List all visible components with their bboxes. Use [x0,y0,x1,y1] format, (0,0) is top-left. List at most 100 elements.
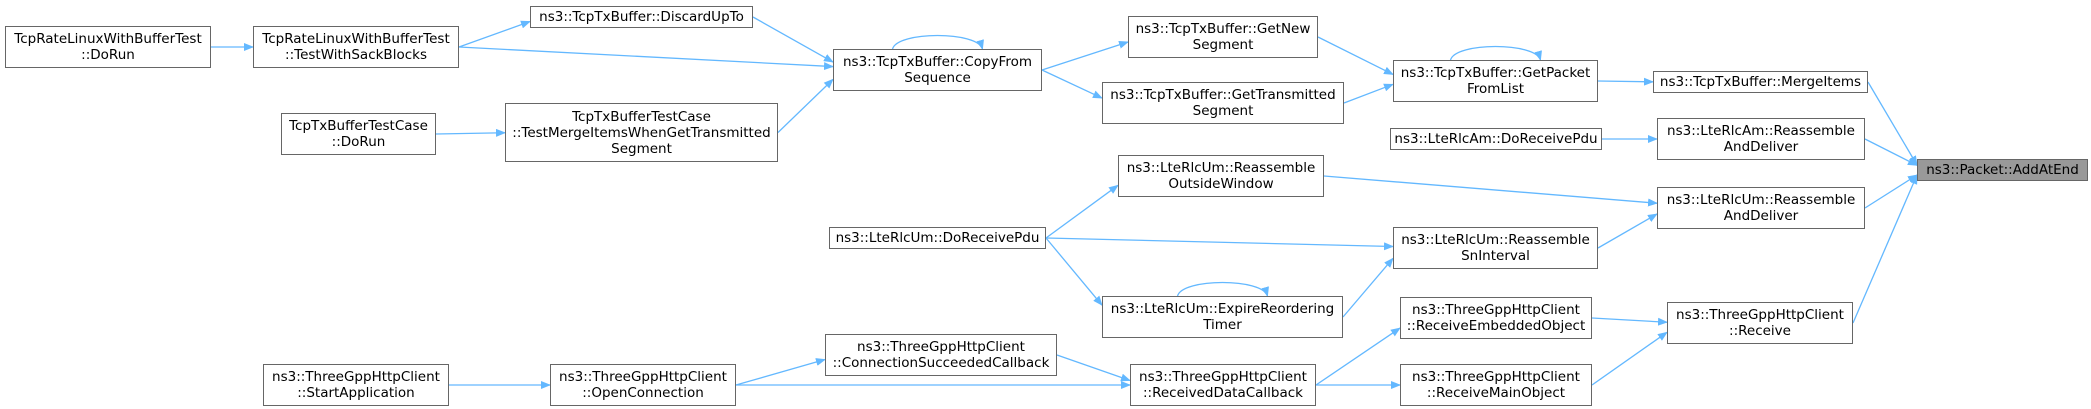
call-edge-mergeitems-to-root [1867,81,1918,166]
graph-node-recv-embedded[interactable]: ns3::ThreeGppHttpClient::ReceiveEmbedded… [1400,297,1592,339]
node-label-line: TcpTxBufferTestCase [572,108,711,125]
node-label-line: Sequence [904,70,971,86]
node-label-line: ns3::ThreeGppHttpClient [272,369,440,385]
node-label-line: ns3::TcpTxBuffer::GetNew [1135,21,1311,37]
call-edge-discard-to-copyfrom [752,16,834,63]
graph-node-startapp[interactable]: ns3::ThreeGppHttpClient::StartApplicatio… [263,364,449,406]
graph-node-testsack[interactable]: TcpRateLinuxWithBufferTest::TestWithSack… [253,26,459,68]
graph-node-root[interactable]: ns3::Packet::AddAtEnd [1917,159,2088,181]
node-label-line: FromList [1466,81,1525,97]
call-edge-openconn-to-conn-succ [735,358,826,386]
node-label-line: ns3::LteRlcUm::Reassemble [1401,232,1590,248]
node-label-line: ::TestWithSackBlocks [285,47,427,63]
graph-node-conn-succ[interactable]: ns3::ThreeGppHttpClient::ConnectionSucce… [825,334,1057,376]
call-edge-reasm-sn-to-lterlcum-reasm [1597,213,1658,249]
node-label-line: AndDeliver [1723,208,1799,224]
call-edge-testcase-dorun-to-testmerge [435,128,506,137]
node-label-line: ns3::ThreeGppHttpClient [559,369,727,385]
call-edge-expire-to-expire [1176,281,1269,297]
node-label-line: ns3::TcpTxBuffer::GetTransmitted [1110,87,1336,103]
call-edge-getpacket-to-getpacket [1449,45,1542,61]
node-label-line: ::OpenConnection [582,385,704,401]
node-label-line: ::ReceiveMainObject [1426,385,1566,401]
graph-node-discard[interactable]: ns3::TcpTxBuffer::DiscardUpTo [530,6,753,28]
edge-layer [211,16,1918,389]
call-edge-ltecam-reasm-to-root [1864,138,1918,166]
call-edge-reasm-outside-to-lterlcum-reasm [1323,175,1658,207]
node-label-line: Timer [1203,317,1242,333]
node-label-line: ns3::TcpTxBuffer::GetPacket [1400,65,1591,81]
node-label-line: ::TestMergeItemsWhenGetTransmitted [512,124,771,141]
node-label-line: AndDeliver [1723,139,1799,155]
call-edge-lterlcum-reasm-to-root [1864,174,1918,209]
node-label-line: ns3::LteRlcUm::DoReceivePdu [835,230,1040,246]
node-label-line: ns3::LteRlcAm::DoReceivePdu [1394,131,1598,147]
node-label-line: Segment [1192,103,1254,119]
node-label-line: TcpRateLinuxWithBufferTest [262,31,450,47]
graph-node-ratelinux-dorun[interactable]: TcpRateLinuxWithBufferTest::DoRun [5,26,211,68]
node-label-line: ::DoRun [331,134,386,150]
node-label-line: ns3::ThreeGppHttpClient [1412,369,1580,385]
call-edge-recvdata-cb-to-recv-embedded [1315,327,1401,386]
call-edge-copyfrom-to-copyfrom [891,34,984,50]
call-edge-testsack-to-copyfrom [458,46,834,71]
graph-node-recv-main[interactable]: ns3::ThreeGppHttpClient::ReceiveMainObje… [1400,364,1592,406]
node-label-line: Segment [611,140,672,157]
call-edge-tgpp-receive-to-root [1852,174,1918,324]
graph-node-tgpp-receive[interactable]: ns3::ThreeGppHttpClient::Receive [1667,302,1853,344]
node-label-line: ::ConnectionSucceededCallback [832,355,1050,371]
call-edge-getnew-to-getpacket [1317,36,1394,75]
node-label-line: ns3::TcpTxBuffer::MergeItems [1659,74,1862,90]
node-label-line: ns3::Packet::AddAtEnd [1926,162,2079,178]
call-edge-getpacket-to-mergeitems [1597,77,1654,86]
node-label-line: ::ReceivedDataCallback [1142,385,1304,401]
node-label-line: ns3::LteRlcUm::ExpireReordering [1110,301,1335,317]
call-edge-gettrans-to-getpacket [1343,83,1394,104]
call-edge-recv-embedded-to-tgpp-receive [1591,317,1668,326]
node-label-line: Segment [1192,37,1254,53]
call-edge-expire-to-reasm-sn [1342,257,1394,318]
node-label-line: ::StartApplication [297,385,415,401]
node-label-line: ns3::ThreeGppHttpClient [1139,369,1307,385]
call-edge-testmerge-to-copyfrom [777,78,834,133]
node-label-line: ::ReceiveEmbeddedObject [1406,318,1586,334]
node-label-line: ::Receive [1729,323,1791,339]
graph-node-lterlcum-dorecv[interactable]: ns3::LteRlcUm::DoReceivePdu [829,227,1046,249]
node-label-line: ns3::LteRlcUm::Reassemble [1126,160,1316,176]
node-label-line: ns3::TcpTxBuffer::DiscardUpTo [539,9,744,25]
node-label-line: ns3::LteRlcAm::Reassemble [1667,123,1855,139]
graph-node-lterlcam-dorecv[interactable]: ns3::LteRlcAm::DoReceivePdu [1390,128,1602,150]
graph-node-mergeitems[interactable]: ns3::TcpTxBuffer::MergeItems [1653,71,1868,93]
call-edge-copyfrom-to-gettrans [1041,69,1103,99]
call-edge-lterlcum-dorecv-to-reasm-outside [1045,184,1119,239]
node-label-line: ns3::LteRlcUm::Reassemble [1666,192,1856,208]
node-label-line: ::DoRun [81,47,135,63]
graph-node-openconn[interactable]: ns3::ThreeGppHttpClient::OpenConnection [550,364,736,406]
node-label-line: ns3::ThreeGppHttpClient [1676,307,1844,323]
node-label-line: ns3::TcpTxBuffer::CopyFrom [843,54,1032,70]
node-label-line: ns3::ThreeGppHttpClient [1412,302,1580,318]
call-edge-lterlcum-dorecv-to-expire [1045,237,1103,306]
node-label-line: OutsideWindow [1168,176,1274,192]
call-edge-recv-main-to-tgpp-receive [1591,331,1668,386]
node-label-line: TcpTxBufferTestCase [289,118,428,134]
call-edge-conn-succ-to-recvdata-cb [1056,354,1131,382]
node-label-line: SnInterval [1461,248,1530,264]
graph-node-recvdata-cb[interactable]: ns3::ThreeGppHttpClient::ReceivedDataCal… [1130,364,1316,406]
graph-node-testmerge[interactable]: TcpTxBufferTestCase::TestMergeItemsWhenG… [505,103,778,162]
node-label-line: ns3::ThreeGppHttpClient [857,339,1025,355]
call-edge-testsack-to-discard [458,20,531,48]
node-label-line: TcpRateLinuxWithBufferTest [14,31,202,47]
call-edge-lterlcum-dorecv-to-reasm-sn [1045,237,1394,251]
graph-node-testcase-dorun[interactable]: TcpTxBufferTestCase::DoRun [281,113,436,155]
